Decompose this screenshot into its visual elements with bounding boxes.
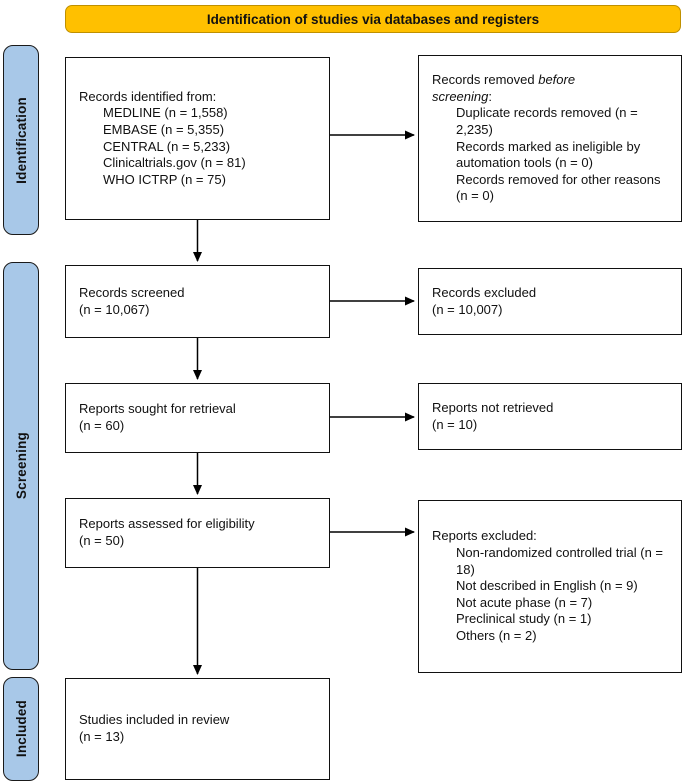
box-reports-not-retrieved-line2: (n = 10) bbox=[432, 416, 478, 432]
box-reports-excluded-items: Non-randomized controlled trial (n = 18)… bbox=[432, 545, 671, 645]
box-reports-not-retrieved: Reports not retrieved (n = 10) bbox=[418, 383, 682, 450]
box-reports-assessed: Reports assessed for eligibility (n = 50… bbox=[65, 498, 330, 568]
banner-identification-of-studies: Identification of studies via databases … bbox=[65, 5, 681, 33]
box-records-excluded-line2: (n = 10,007) bbox=[432, 301, 503, 317]
title-colon: : bbox=[488, 88, 492, 104]
list-item: Others (n = 2) bbox=[456, 628, 537, 644]
box-records-removed-title: Records removed before screening: bbox=[432, 72, 671, 105]
stage-included: Included bbox=[3, 677, 39, 781]
box-records-identified-items: MEDLINE (n = 1,558)EMBASE (n = 5,355)CEN… bbox=[79, 105, 319, 188]
box-records-excluded: Records excluded (n = 10,007) bbox=[418, 268, 682, 335]
list-item: Records marked as ineligible by automati… bbox=[456, 138, 641, 171]
box-records-removed: Records removed before screening: Duplic… bbox=[418, 55, 682, 222]
stage-screening-label: Screening bbox=[13, 432, 29, 500]
box-reports-assessed-line2: (n = 50) bbox=[79, 533, 125, 548]
list-item: Preclinical study (n = 1) bbox=[456, 611, 592, 627]
box-reports-excluded-title: Reports excluded: bbox=[432, 528, 537, 544]
box-records-screened: Records screened (n = 10,067) bbox=[65, 265, 330, 338]
box-reports-excluded: Reports excluded: Non-randomized control… bbox=[418, 500, 682, 673]
list-item: Not acute phase (n = 7) bbox=[456, 594, 593, 610]
box-reports-sought-line2: (n = 60) bbox=[79, 418, 125, 433]
box-records-excluded-line1: Records excluded bbox=[432, 284, 537, 300]
list-item: MEDLINE (n = 1,558) bbox=[103, 105, 228, 121]
list-item: CENTRAL (n = 5,233) bbox=[103, 138, 231, 154]
box-records-screened-line1: Records screened bbox=[79, 284, 185, 300]
stage-included-label: Included bbox=[13, 700, 29, 758]
list-item: EMBASE (n = 5,355) bbox=[103, 121, 225, 137]
box-records-screened-line2: (n = 10,067) bbox=[79, 301, 150, 317]
box-studies-included-line2: (n = 13) bbox=[79, 729, 125, 744]
title-italic-2: screening bbox=[432, 88, 489, 104]
box-studies-included: Studies included in review (n = 13) bbox=[65, 678, 330, 780]
box-reports-assessed-line1: Reports assessed for eligibility bbox=[79, 516, 255, 532]
box-reports-sought-line1: Reports sought for retrieval bbox=[79, 401, 236, 417]
box-reports-not-retrieved-line1: Reports not retrieved bbox=[432, 399, 554, 415]
stage-identification: Identification bbox=[3, 45, 39, 235]
list-item: WHO ICTRP (n = 75) bbox=[103, 171, 226, 187]
stage-identification-label: Identification bbox=[13, 96, 29, 184]
box-records-removed-items: Duplicate records removed (n = 2,235)Rec… bbox=[432, 105, 671, 205]
banner-label: Identification of studies via databases … bbox=[206, 11, 540, 27]
box-reports-sought: Reports sought for retrieval (n = 60) bbox=[65, 383, 330, 453]
list-item: Not described in English (n = 9) bbox=[456, 578, 638, 594]
box-records-identified-title: Records identified from: bbox=[79, 88, 217, 104]
list-item: Non-randomized controlled trial (n = 18) bbox=[456, 544, 664, 577]
box-records-identified: Records identified from: MEDLINE (n = 1,… bbox=[65, 57, 330, 220]
title-regular: Records removed bbox=[432, 72, 539, 87]
stage-screening: Screening bbox=[3, 262, 39, 670]
list-item: Duplicate records removed (n = 2,235) bbox=[456, 105, 638, 137]
list-item: Records removed for other reasons (n = 0… bbox=[456, 171, 661, 204]
box-studies-included-line1: Studies included in review bbox=[79, 712, 230, 728]
list-item: Clinicaltrials.gov (n = 81) bbox=[103, 155, 246, 171]
title-italic-1: before bbox=[538, 72, 576, 87]
